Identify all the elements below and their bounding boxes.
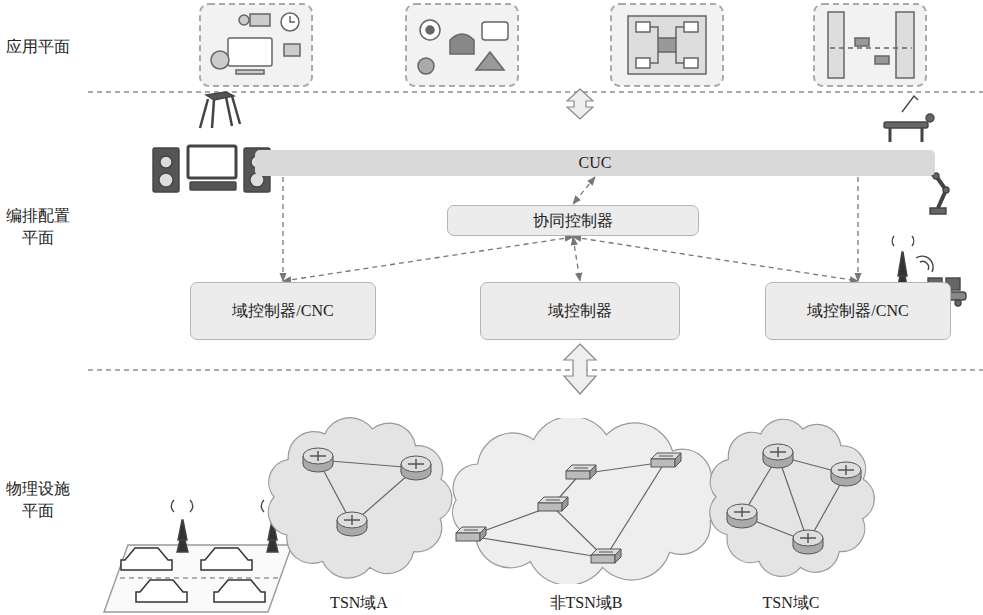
plane-divider [88,92,983,370]
control-link [573,177,595,204]
cloud-outline [258,412,460,584]
box-label: 协同控制器 [533,211,613,230]
control-link [573,237,580,281]
control-link [283,237,573,281]
plane-arrow [564,89,596,394]
control-link [857,177,858,281]
network-cloud: TSN域A [258,412,460,612]
domain-label: TSN域A [330,593,388,612]
application-icons [200,4,926,86]
network-cloud: 非TSN域B [440,418,732,612]
control-link [282,177,283,281]
orchestrator-band: CUC [255,150,935,176]
controller-box: 域控制器/CNC [190,282,376,340]
network-cloud: TSN域C [700,412,882,612]
car-icon [121,548,265,602]
end-devices-right [884,96,966,306]
domain-label: TSN域C [763,593,820,612]
plane-label: 物理设施 平面 [4,478,73,521]
domain-label: 非TSN域B [550,593,623,612]
control-link [573,237,858,281]
plane-label: 编排配置 平面 [4,205,73,248]
box-label: 域控制器 [548,301,612,320]
box-label: CUC [579,153,612,172]
controller-box: 域控制器/CNC [765,282,951,340]
controller-box: 域控制器 [480,282,680,340]
coordinator-box: 协同控制器 [447,205,699,236]
cloud-outline [700,412,882,584]
box-label: 域控制器/CNC [807,301,908,320]
cloud-outline [440,418,732,584]
box-label: 域控制器/CNC [232,301,333,320]
plane-label: 应用平面 [4,36,73,58]
